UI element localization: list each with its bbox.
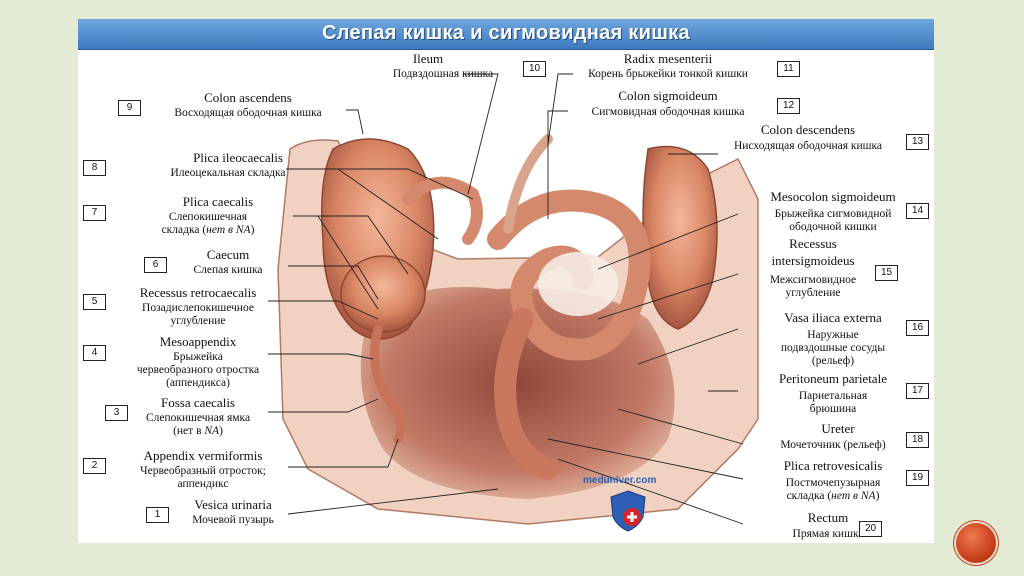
number-17: 17 [906, 383, 929, 399]
label-13-latin: Colon descendens [760, 122, 856, 137]
label-15-latin2: intersigmoideus [771, 253, 855, 268]
label-5-latin: Recessus retrocaecalis [139, 285, 257, 300]
label-17-latin: Peritoneum parietale [779, 371, 887, 386]
label-1-latin: Vesica urinaria [194, 497, 272, 512]
label-2-ru2: аппендикс [177, 478, 229, 490]
anatomy-illustration [268, 73, 759, 525]
mesocolon [538, 252, 618, 316]
label-7-ru: Слепокишечная [168, 211, 248, 223]
label-4-ru3: (аппендикса) [166, 377, 230, 389]
mesentery-root [503, 134, 553, 234]
label-16-ru2: подвздошные сосуды [780, 342, 886, 354]
label-15-ru: Межсигмовидное [769, 274, 857, 286]
label-11-ru: Корень брыжейки тонкой кишки [588, 68, 748, 80]
label-16-ru: Наружные [807, 329, 859, 341]
label-17-ru: Париетальная [798, 390, 868, 402]
label-20-ru: Прямая кишка [792, 528, 864, 540]
slide: Слепая кишка и сигмовидная кишка [78, 19, 934, 543]
label-8-ru: Илеоцекальная складка [170, 167, 286, 179]
shield-logo-icon [610, 490, 646, 532]
number-13: 13 [906, 134, 929, 150]
label-16-ru3: (рельеф) [811, 355, 855, 367]
number-15: 15 [875, 265, 898, 281]
next-slide-button[interactable] [956, 523, 996, 563]
label-15-ru2: углубление [785, 287, 841, 299]
number-8: 8 [83, 160, 106, 176]
number-19: 19 [906, 470, 929, 486]
label-17-ru2: брюшина [809, 403, 857, 415]
label-9-ru: Восходящая ободочная кишка [174, 107, 322, 119]
label-11-latin: Radix mesenterii [623, 51, 713, 66]
leader-lines [268, 73, 744, 525]
number-16: 16 [906, 320, 929, 336]
label-5-ru: Позадислепокишечное [142, 302, 254, 314]
label-7-ru2: складка (нет в NA) [161, 224, 255, 236]
number-4: 4 [83, 345, 106, 361]
number-7: 7 [83, 205, 106, 221]
appendix [370, 324, 406, 444]
label-14-ru2: ободочной кишки [789, 221, 877, 233]
label-14-latin: Mesocolon sigmoideum [770, 189, 896, 204]
number-18: 18 [906, 432, 929, 448]
caecum [340, 255, 426, 333]
label-19-latin: Plica retrovesicalis [783, 458, 883, 473]
label-2-latin: Appendix vermiformis [143, 448, 263, 463]
label-5-ru2: углубление [170, 315, 226, 327]
label-1-ru: Мочевой пузырь [192, 514, 274, 526]
label-4-latin: Mesoappendix [159, 334, 237, 349]
watermark: meduniver.com [583, 475, 657, 486]
label-6-latin: Caecum [206, 247, 250, 262]
label-4-ru: Брыжейка [173, 351, 223, 363]
number-5: 5 [83, 294, 106, 310]
label-4-ru2: червеобразного отростка [136, 364, 260, 376]
label-20-latin: Rectum [807, 510, 849, 525]
label-10-latin: Ileum [412, 51, 444, 66]
label-18-latin: Ureter [821, 421, 855, 436]
label-12-ru: Сигмовидная ободочная кишка [591, 106, 745, 118]
label-8-latin: Plica ileocaecalis [193, 150, 283, 165]
label-19-ru: Постмочепузырная [785, 477, 881, 489]
label-15-latin: Recessus [789, 236, 837, 251]
sigmoid-colon [487, 189, 651, 361]
number-9: 9 [118, 100, 141, 116]
label-6-ru: Слепая кишка [193, 264, 263, 276]
label-18-ru: Мочеточник (рельеф) [780, 439, 886, 451]
number-3: 3 [105, 405, 128, 421]
label-3-latin: Fossa caecalis [160, 395, 235, 410]
label-3-ru: Слепокишечная ямка [145, 412, 251, 424]
number-6: 6 [144, 257, 167, 273]
rectum [494, 308, 559, 480]
number-10: 10 [523, 61, 546, 77]
number-14: 14 [906, 203, 929, 219]
ileum [402, 176, 483, 245]
label-16-latin: Vasa iliaca externa [784, 310, 882, 325]
title-bar: Слепая кишка и сигмовидная кишка [78, 19, 934, 50]
number-2: 2 [83, 458, 106, 474]
label-13-ru: Нисходящая ободочная кишка [733, 140, 883, 152]
label-10-ru: Подвздошная кишка [392, 68, 494, 80]
number-12: 12 [777, 98, 800, 114]
label-12-latin: Colon sigmoideum [618, 88, 718, 103]
number-20: 20 [859, 521, 882, 537]
slide-title: Слепая кишка и сигмовидная кишка [322, 22, 690, 44]
label-3-ru2: (нет в NA) [173, 425, 223, 437]
label-14-ru: Брыжейка сигмовидной [774, 208, 892, 220]
number-1: 1 [146, 507, 169, 523]
label-19-ru2: складка (нет в NA) [786, 490, 880, 502]
label-7-latin: Plica caecalis [182, 194, 254, 209]
label-2-ru: Червеобразный отросток; [140, 465, 266, 477]
label-9-latin: Colon ascendens [204, 90, 292, 105]
number-11: 11 [777, 61, 800, 77]
